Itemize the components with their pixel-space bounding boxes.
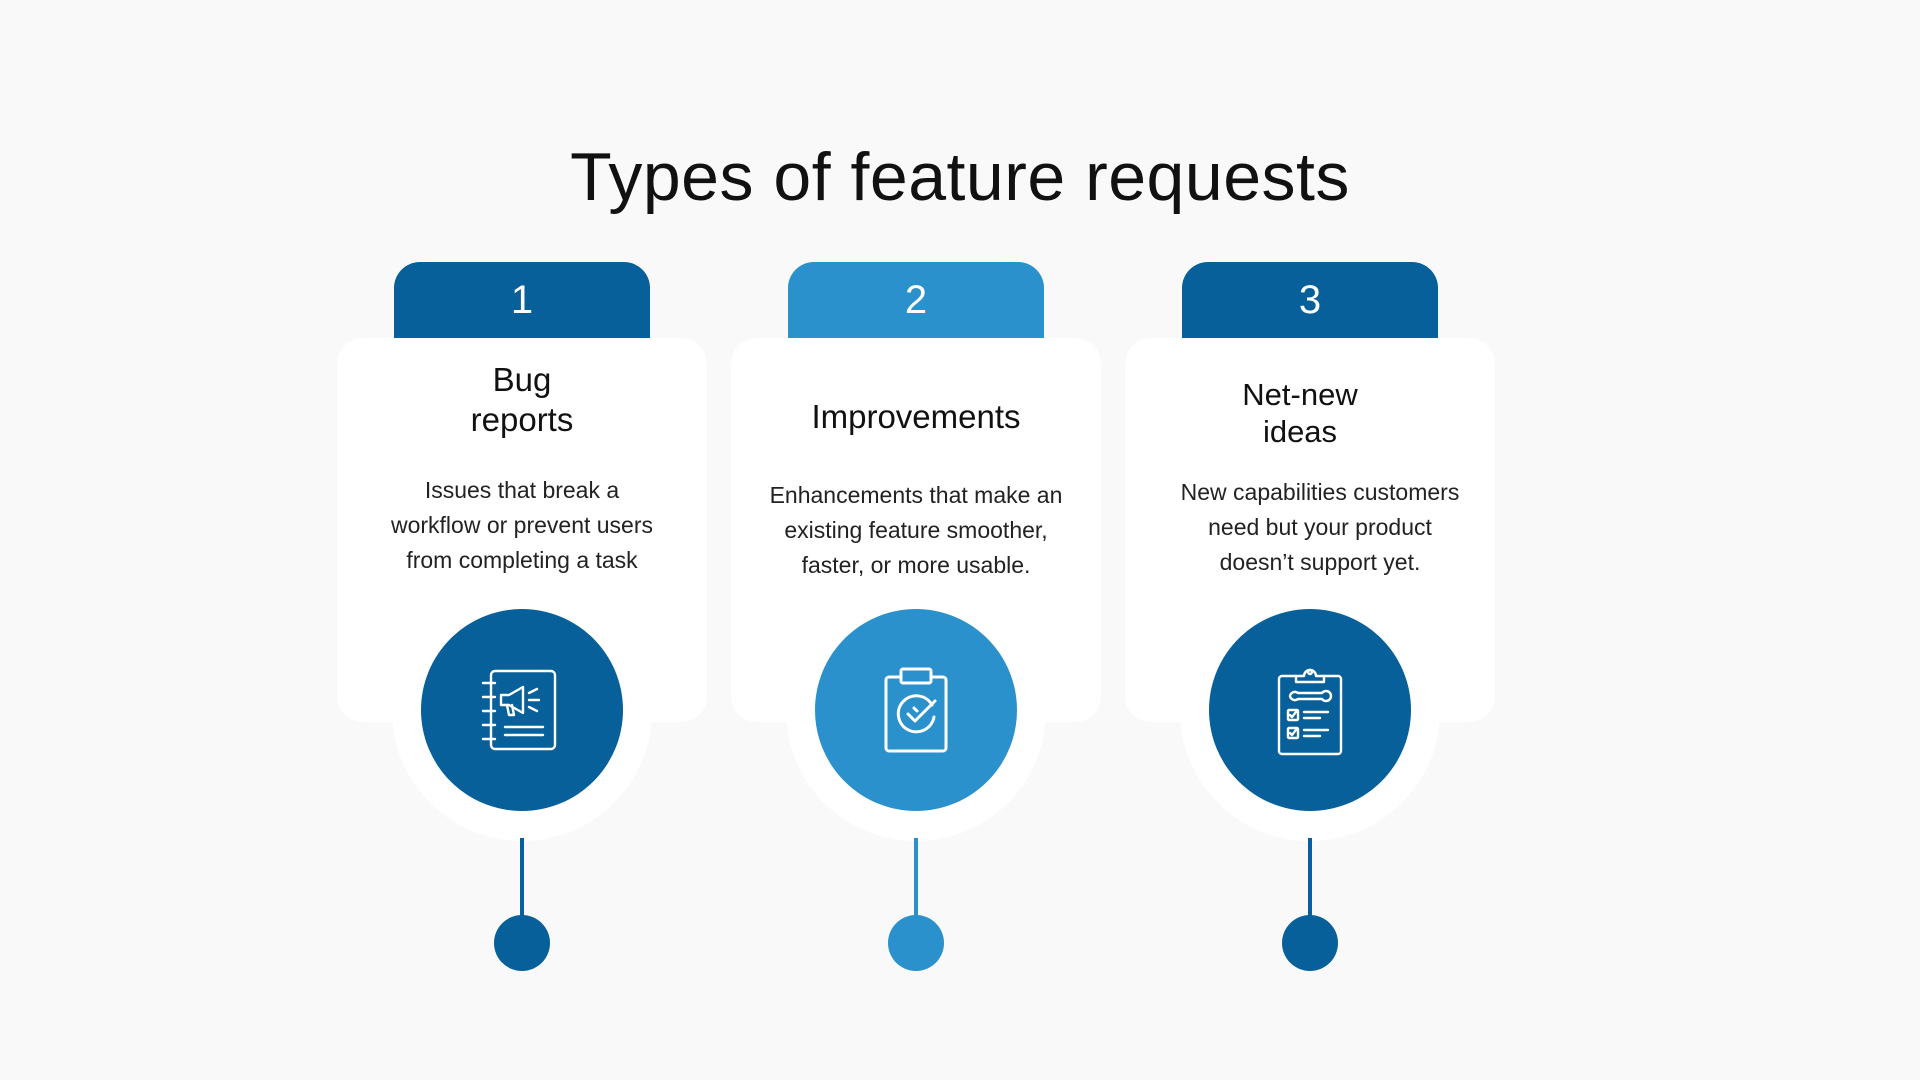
description-line: New capabilities customers — [1180, 479, 1460, 505]
card-description: New capabilities customers need but your… — [1143, 475, 1497, 580]
connector-line — [520, 838, 524, 918]
heading-line: ideas — [1262, 414, 1338, 449]
timeline-dot — [888, 915, 944, 971]
number-tab: 3 — [1182, 262, 1438, 338]
timeline-dot — [1282, 915, 1338, 971]
description-line: existing feature smoother, — [784, 517, 1048, 543]
timeline-dot — [494, 915, 550, 971]
feature-type-net-new-ideas: 3 Net-new ideas New capabilities custome… — [1123, 0, 1503, 1080]
heading-line: reports — [470, 401, 574, 438]
megaphone-notebook-icon — [421, 609, 623, 811]
heading-line: Net-new — [1242, 377, 1358, 412]
description-line: workflow or prevent users — [390, 512, 654, 538]
page-title: Types of feature requests — [570, 139, 1350, 215]
number-tab: 1 — [394, 262, 650, 338]
card-heading: Improvements — [811, 398, 1021, 435]
connector-line — [914, 838, 918, 918]
description-line: doesn’t support yet. — [1219, 549, 1421, 575]
clipboard-wrench-checklist-icon — [1209, 609, 1411, 811]
description-line: faster, or more usable. — [801, 552, 1031, 578]
description-line: Enhancements that make an — [769, 482, 1063, 508]
card-heading: Net-new ideas — [1123, 376, 1477, 450]
number-tab: 2 — [788, 262, 1044, 338]
feature-type-bug-reports: 1 Bug reports Issues that break a workfl… — [335, 0, 715, 1080]
description-line: need but your product — [1208, 514, 1432, 540]
description-line: Issues that break a — [424, 477, 620, 503]
connector-line — [1308, 838, 1312, 918]
card-heading: Bug reports — [345, 360, 699, 440]
description-line: from completing a task — [406, 547, 638, 573]
heading-line: Bug — [492, 361, 552, 398]
card-description: Enhancements that make an existing featu… — [739, 478, 1093, 583]
card-description: Issues that break a workflow or prevent … — [345, 473, 699, 578]
clipboard-check-icon — [815, 609, 1017, 811]
feature-type-improvements: 2 Improvements Enhancements that make an… — [729, 0, 1109, 1080]
